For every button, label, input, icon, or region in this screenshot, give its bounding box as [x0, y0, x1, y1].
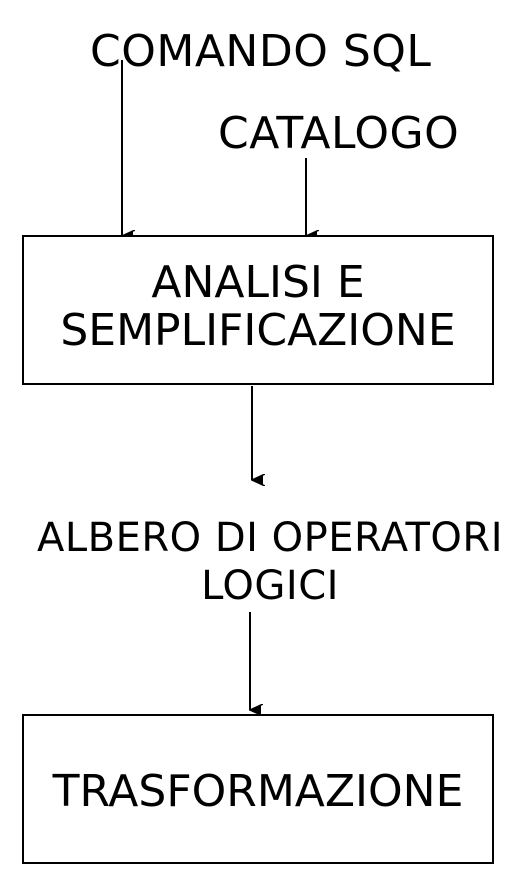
- input-catalog: CATALOGO: [218, 108, 460, 159]
- logical-operator-tree-label: ALBERO DI OPERATORI LOGICI: [30, 518, 510, 606]
- transformation-box: TRASFORMAZIONE: [22, 714, 494, 864]
- analysis-simplification-box: ANALISI E SEMPLIFICAZIONE: [22, 235, 494, 385]
- analysis-box-label-line1: ANALISI E: [151, 257, 365, 308]
- transformation-box-label: TRASFORMAZIONE: [52, 766, 464, 817]
- tree-label-line1: ALBERO DI OPERATORI: [37, 515, 503, 561]
- analysis-box-label-line2: SEMPLIFICAZIONE: [60, 305, 456, 356]
- input-sql-command: COMANDO SQL: [90, 26, 432, 77]
- tree-label-line2: LOGICI: [201, 563, 339, 609]
